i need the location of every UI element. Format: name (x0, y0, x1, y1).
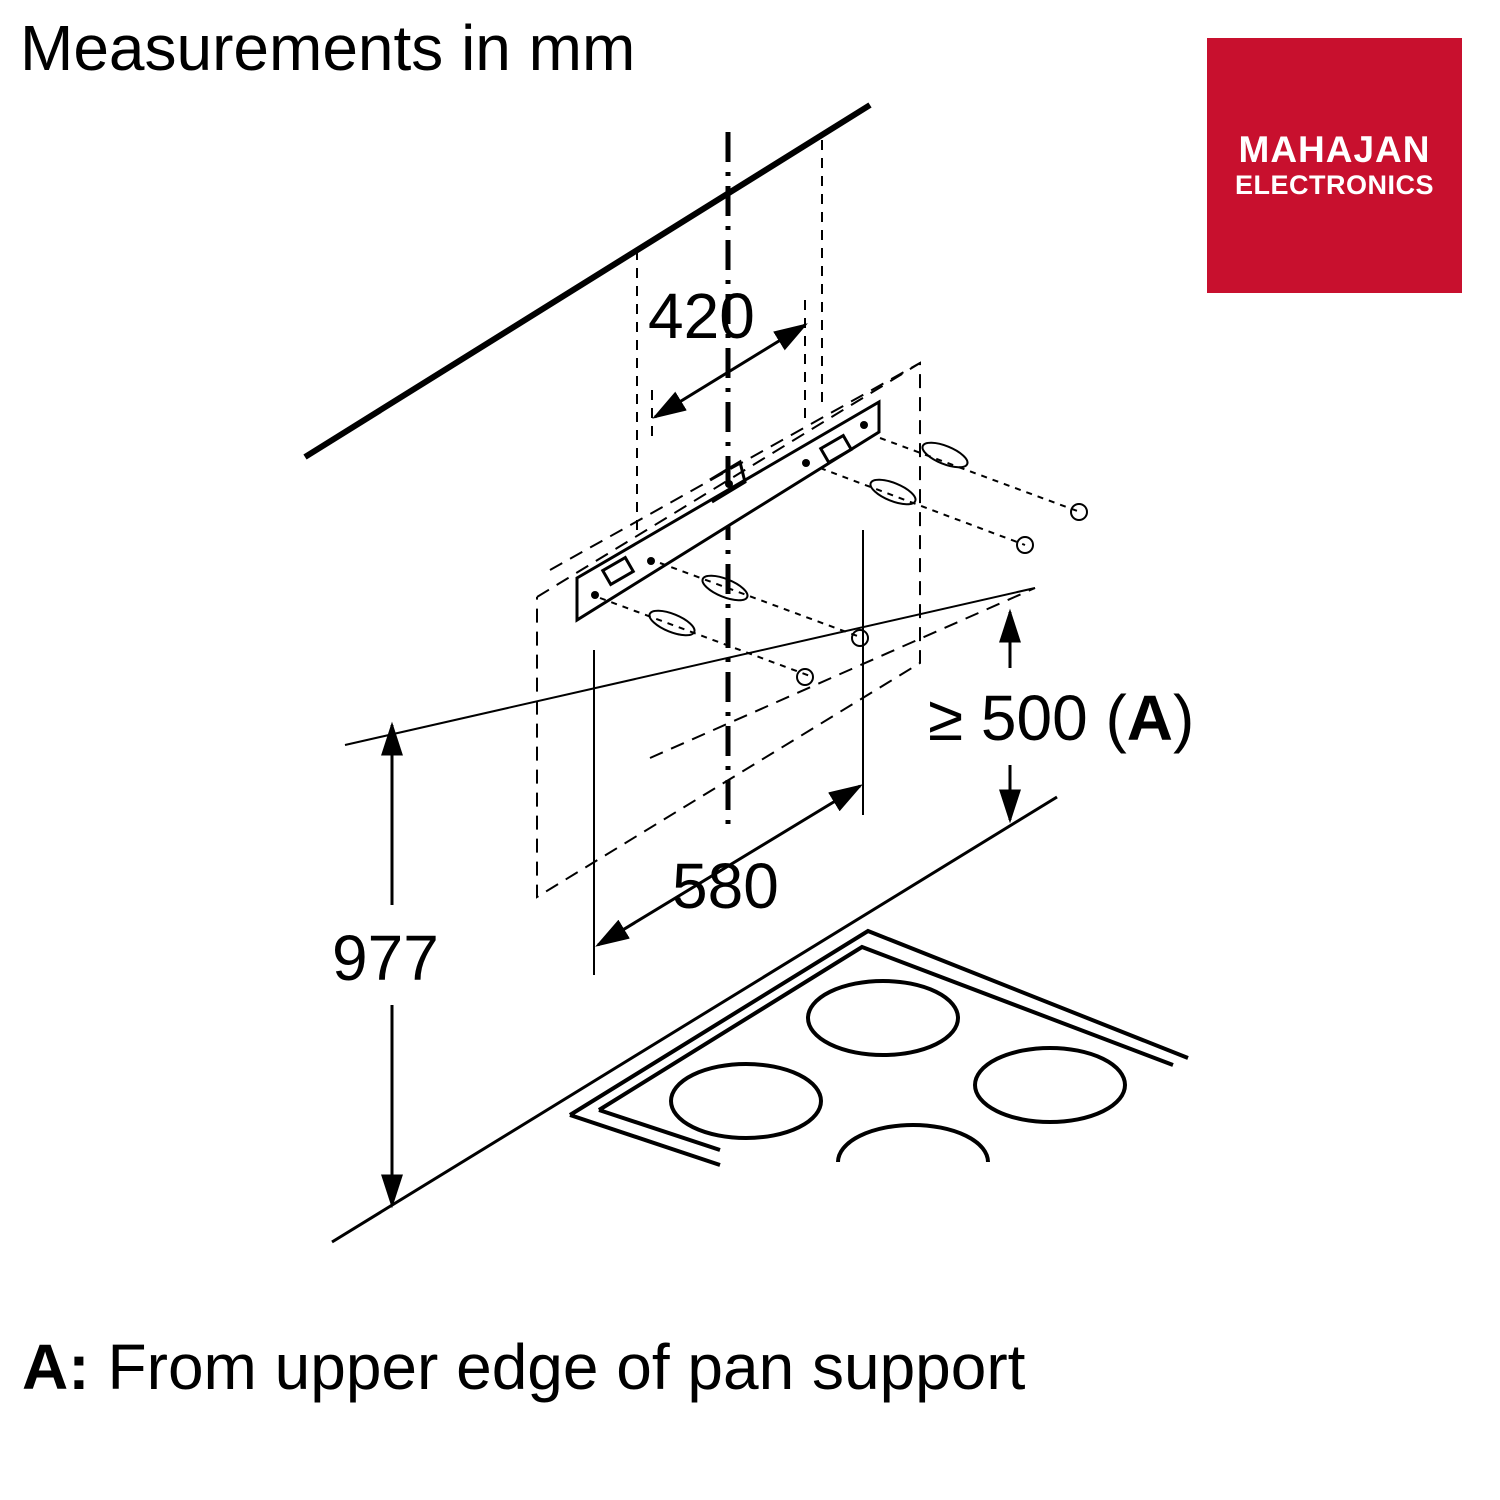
clearance-ref: A (1127, 682, 1173, 754)
footnote-key: A: (22, 1331, 90, 1403)
dimension-arrow-580 (595, 784, 863, 947)
screws-and-plugs (599, 437, 1088, 686)
logo-text-line2: ELECTRONICS (1234, 170, 1434, 200)
cooktop-hob (568, 928, 1189, 1167)
dimension-label-420: 420 (648, 280, 755, 352)
logo-text-line1: MAHAJAN (1238, 129, 1431, 171)
dimension-label-977: 977 (332, 922, 439, 994)
wall-bracket (575, 399, 881, 623)
brand-logo: MAHAJAN ELECTRONICS (1207, 38, 1462, 293)
clearance-prefix: ≥ 500 ( (928, 682, 1127, 754)
dimension-label-580: 580 (672, 850, 779, 922)
clearance-suffix: ) (1173, 682, 1194, 754)
dimension-arrow-420 (652, 323, 808, 419)
footnote: A:From upper edge of pan support (22, 1335, 1025, 1399)
clearance-label: ≥ 500 (A) (928, 682, 1194, 754)
extension-lines-580 (593, 530, 864, 975)
worktop-edge-line (331, 795, 1058, 1244)
footnote-text: From upper edge of pan support (107, 1331, 1026, 1403)
hood-bottom-reference-line (344, 587, 1036, 746)
wall-edge-line (303, 102, 872, 460)
page-title: Measurements in mm (20, 12, 636, 84)
hood-bottom-reference-line-2 (649, 587, 1036, 759)
